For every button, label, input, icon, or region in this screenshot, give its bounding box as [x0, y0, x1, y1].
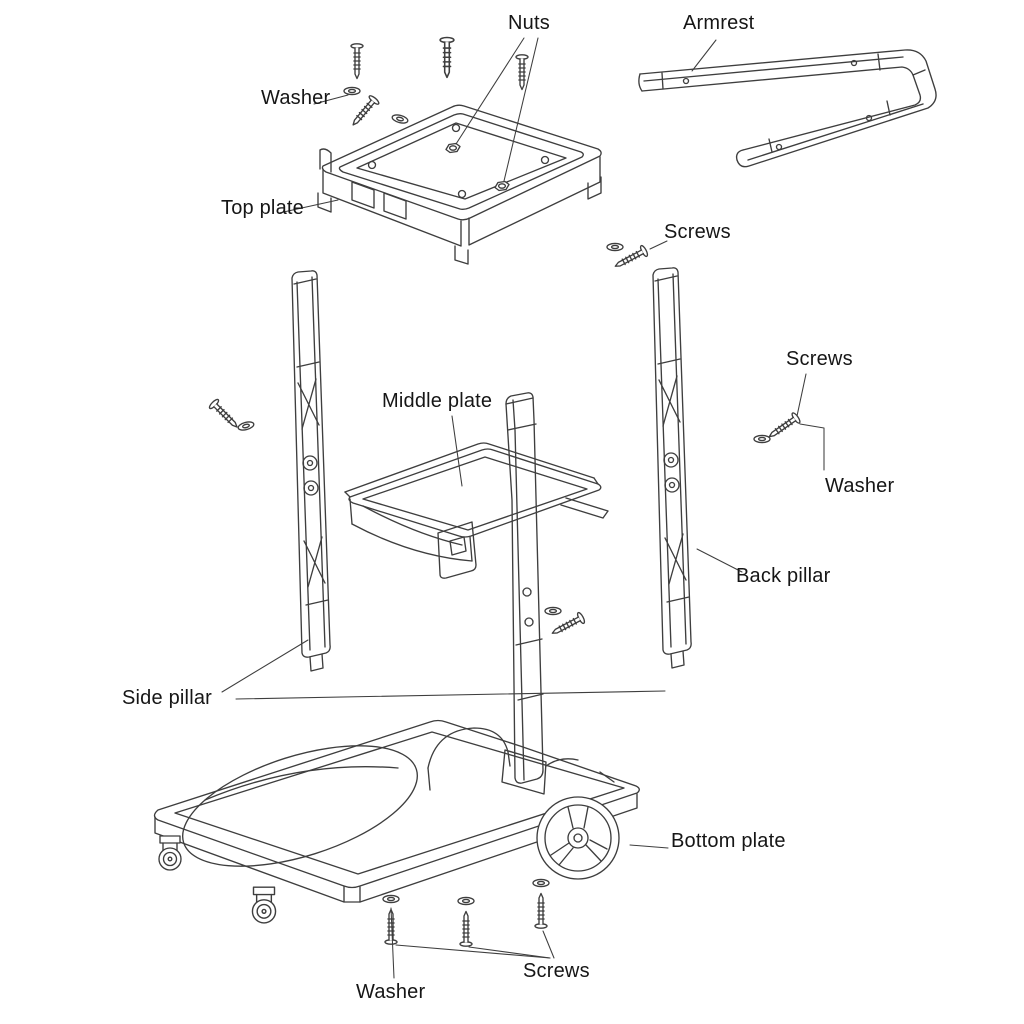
- screw-icon: [207, 397, 242, 432]
- screw-icon: [347, 93, 381, 130]
- side-pillar-drawing: [291, 270, 331, 672]
- label-armrest: Armrest: [683, 12, 755, 34]
- screw-icon: [515, 54, 529, 91]
- washer-icon: [544, 606, 562, 616]
- washer-icon: [606, 242, 624, 252]
- rear-wheel-drawing: [536, 796, 620, 880]
- washer-icon: [390, 112, 410, 126]
- middle-plate-drawing: [344, 442, 609, 579]
- screw-icon: [439, 36, 455, 79]
- bottom-plate-drawing: [153, 719, 640, 903]
- label-side-pillar: Side pillar: [122, 687, 213, 709]
- label-washer-bottom: Washer: [356, 981, 426, 1003]
- label-middle-plate: Middle plate: [382, 390, 493, 412]
- washer-icon: [382, 894, 400, 904]
- label-bottom-plate: Bottom plate: [671, 830, 786, 852]
- screw-icon: [534, 892, 548, 929]
- caster-wheels-drawing: [158, 835, 277, 924]
- washer-icon: [753, 434, 771, 444]
- nut-icon: [445, 142, 461, 154]
- label-back-pillar: Back pillar: [736, 565, 831, 587]
- leader-lines: [221, 37, 825, 979]
- screw-icon: [765, 411, 802, 443]
- screw-icon: [350, 43, 364, 80]
- screw-icon: [548, 610, 587, 640]
- label-washer-top: Washer: [261, 87, 331, 109]
- back-pillar-drawing: [652, 267, 692, 669]
- washer-icon: [457, 896, 475, 906]
- label-nuts: Nuts: [508, 12, 550, 34]
- center-pillar-drawing: [505, 392, 544, 784]
- armrest-drawing: [638, 49, 937, 168]
- label-screws-bottom: Screws: [523, 960, 590, 982]
- washer-icon: [532, 878, 550, 888]
- label-screws-right: Screws: [786, 348, 853, 370]
- screw-icon: [459, 910, 473, 947]
- top-plate-drawing: [317, 104, 602, 265]
- washer-icon: [236, 419, 256, 433]
- label-top-plate: Top plate: [221, 197, 304, 219]
- washer-icon: [343, 86, 361, 96]
- label-screws-top: Screws: [664, 221, 731, 243]
- nut-icon: [494, 180, 510, 192]
- label-washer-right: Washer: [825, 475, 895, 497]
